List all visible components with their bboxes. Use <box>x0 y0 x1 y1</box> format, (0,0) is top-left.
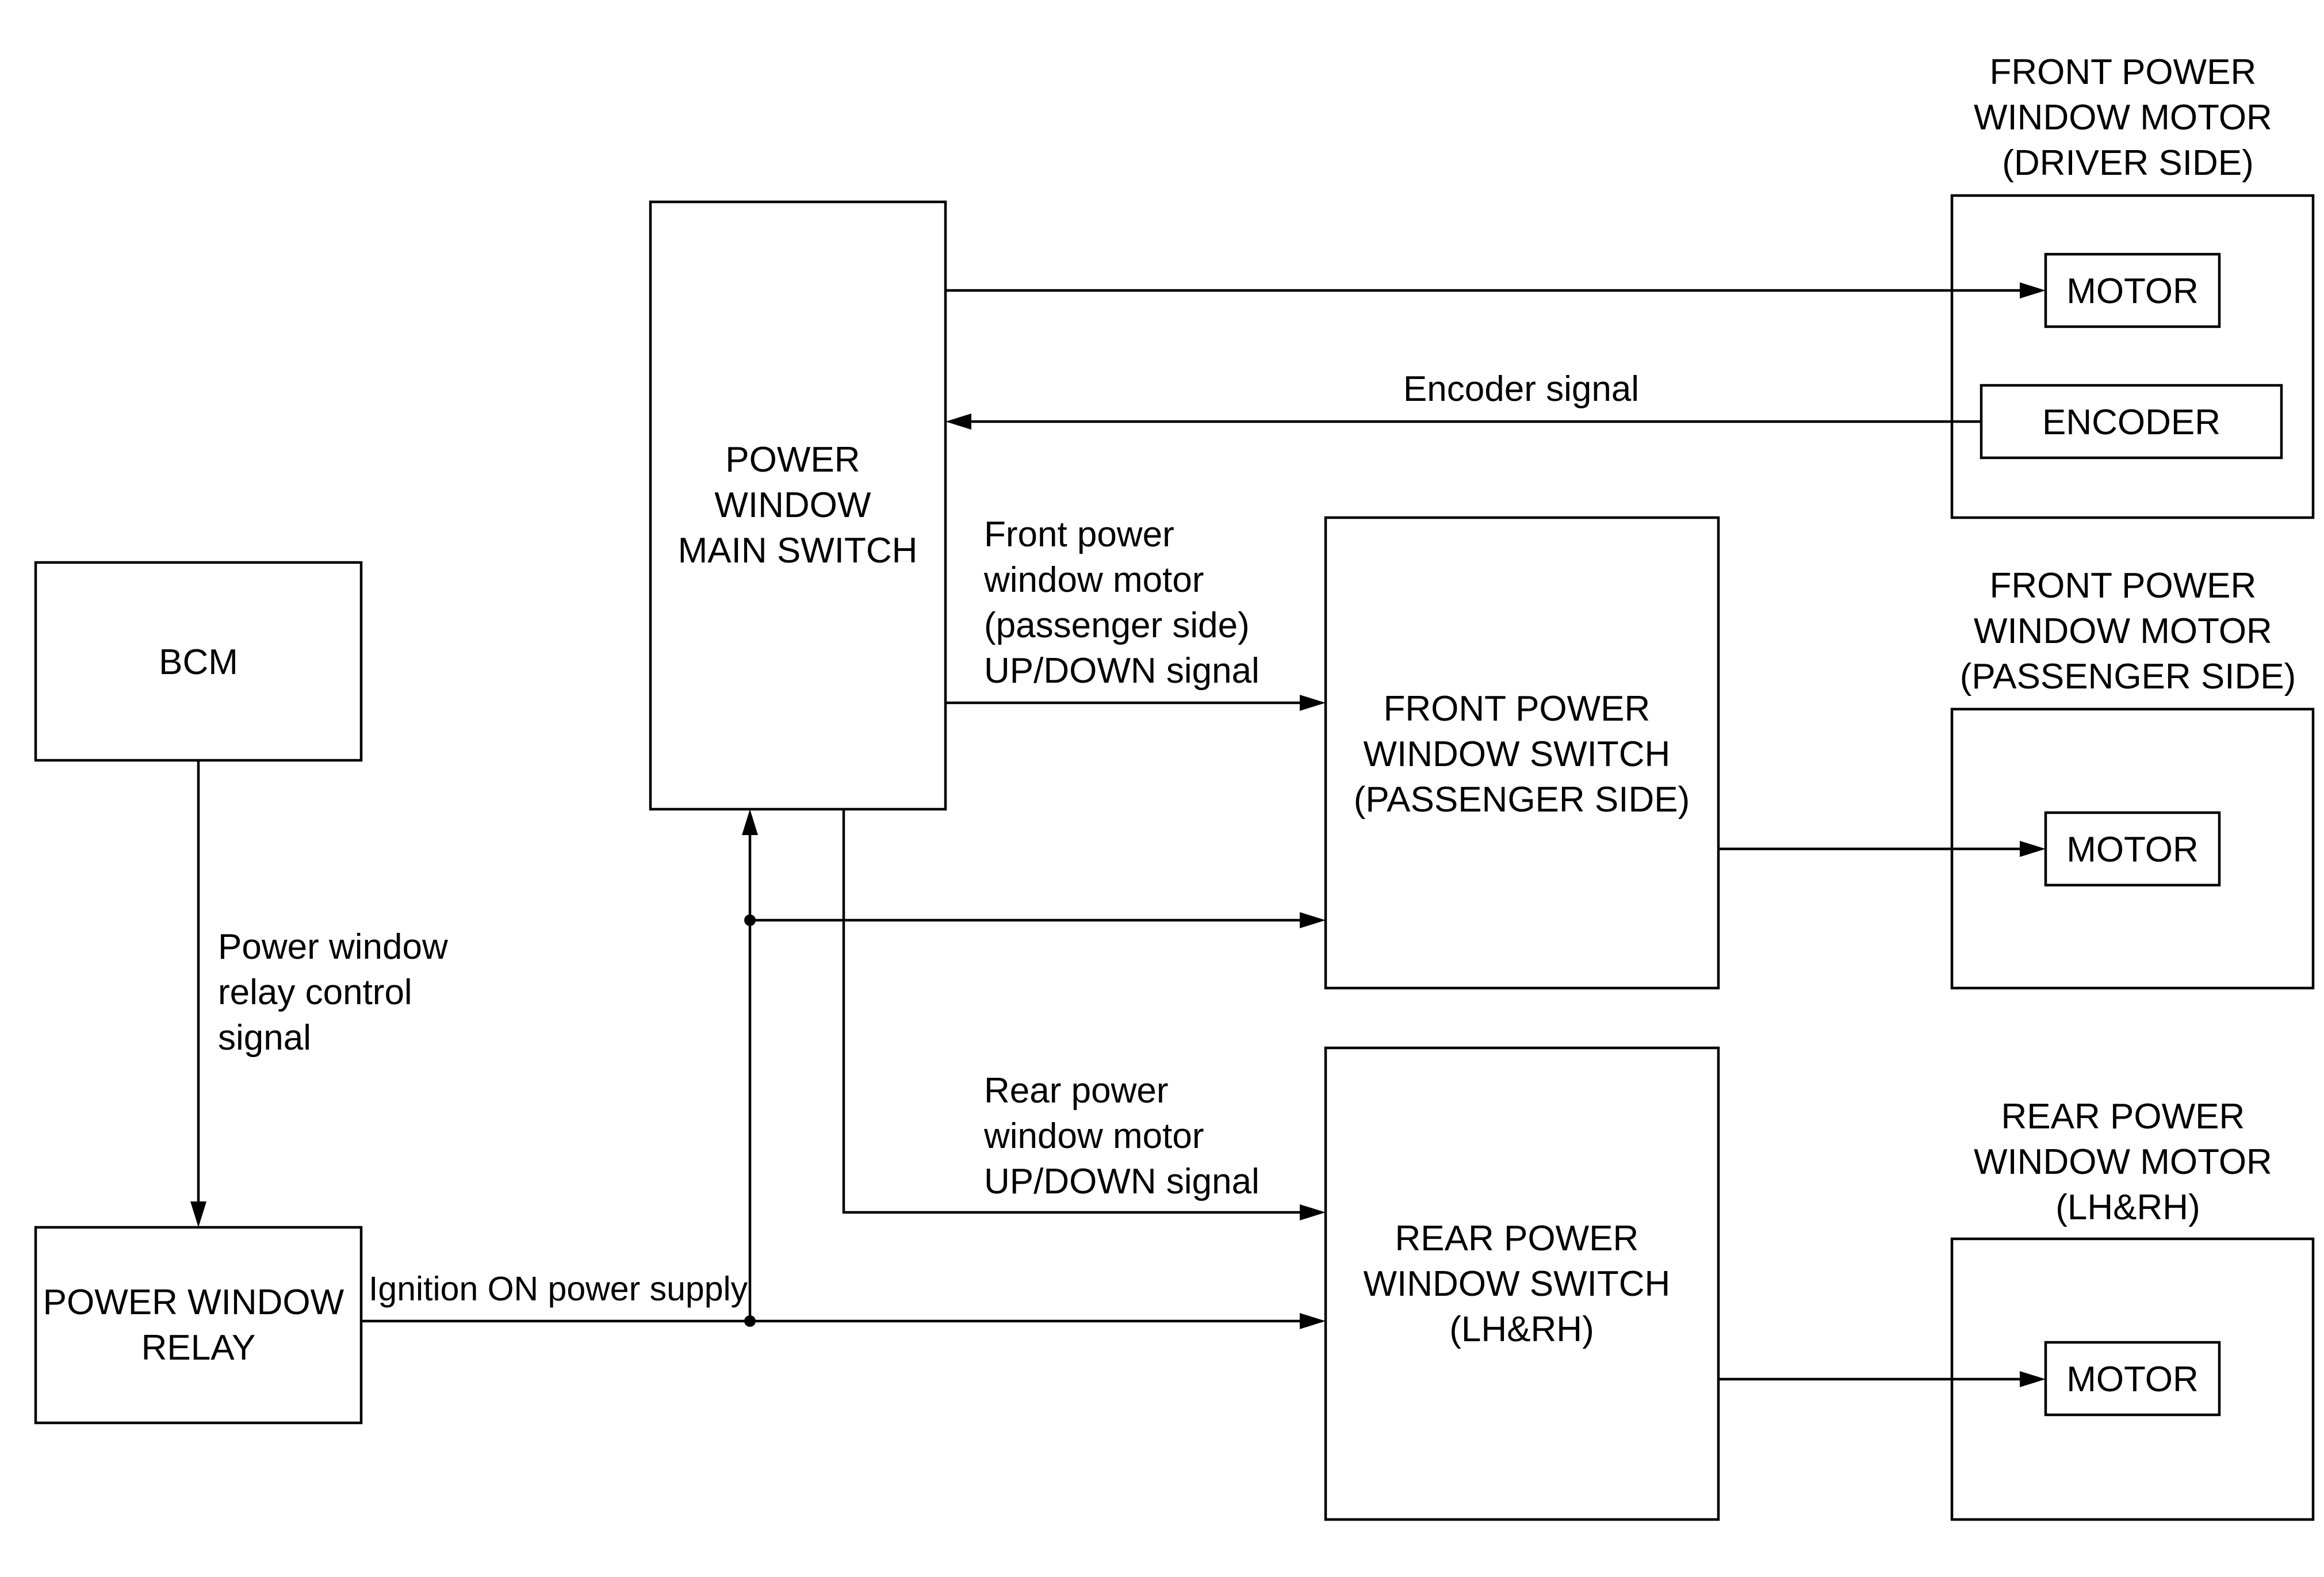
ignition-power-label: Ignition ON power supply <box>369 1270 748 1308</box>
rear-updown-signal-label: Rear power window motor UP/DOWN signal <box>983 1071 1259 1201</box>
rear-power-window-switch-label: REAR POWER WINDOW SWITCH (LH&RH) <box>1363 1219 1680 1349</box>
ignition-power-main-arrowhead <box>742 809 758 835</box>
rear-updown-signal-line <box>842 809 1304 1214</box>
driver-motor-unit-title: FRONT POWER WINDOW MOTOR (DRIVER SIDE) <box>1974 52 2282 183</box>
junction-dot-front <box>744 914 756 926</box>
passenger-motor-label: MOTOR <box>2066 830 2199 870</box>
ignition-power-rear-arrowhead <box>1300 1313 1326 1329</box>
driver-motor-unit-block <box>1950 194 2315 519</box>
encoder-signal-label: Encoder signal <box>1403 369 1639 409</box>
front-updown-signal-arrowhead <box>1300 695 1326 711</box>
rear-motor-label: MOTOR <box>2066 1360 2199 1399</box>
rear-motor-drive-arrowhead <box>2020 1371 2046 1387</box>
relay-control-signal-label: Power window relay control signal <box>218 927 458 1058</box>
power-window-relay-block <box>34 1226 363 1425</box>
driver-motor-label: MOTOR <box>2066 271 2199 311</box>
driver-motor-drive-arrowhead <box>2020 282 2046 298</box>
power-window-relay-label: POWER WINDOW RELAY <box>43 1283 354 1368</box>
bcm-label: BCM <box>159 642 238 682</box>
encoder-signal-arrowhead <box>945 414 971 430</box>
ignition-power-front-arrowhead <box>1300 912 1326 928</box>
encoder-label: ENCODER <box>2042 403 2220 442</box>
relay-control-signal-arrowhead <box>190 1201 206 1227</box>
front-power-window-switch-label: FRONT POWER WINDOW SWITCH (PASSENGER SID… <box>1354 689 1690 820</box>
rear-updown-signal-arrowhead <box>1300 1204 1326 1220</box>
rear-motor-unit-title: REAR POWER WINDOW MOTOR (LH&RH) <box>1974 1097 2282 1227</box>
front-power-window-switch-block <box>1324 516 1720 990</box>
passenger-motor-unit-title: FRONT POWER WINDOW MOTOR (PASSENGER SIDE… <box>1960 566 2296 696</box>
front-updown-signal-label: Front power window motor (passenger side… <box>983 515 1259 691</box>
junction-dot-rear <box>744 1315 756 1327</box>
rear-motor-block <box>2044 1341 2221 1417</box>
rear-power-window-switch-block <box>1324 1046 1720 1521</box>
power-window-main-switch-block <box>649 200 947 811</box>
power-window-main-switch-label: POWER WINDOW MAIN SWITCH <box>678 440 918 571</box>
passenger-motor-drive-arrowhead <box>2020 841 2046 857</box>
